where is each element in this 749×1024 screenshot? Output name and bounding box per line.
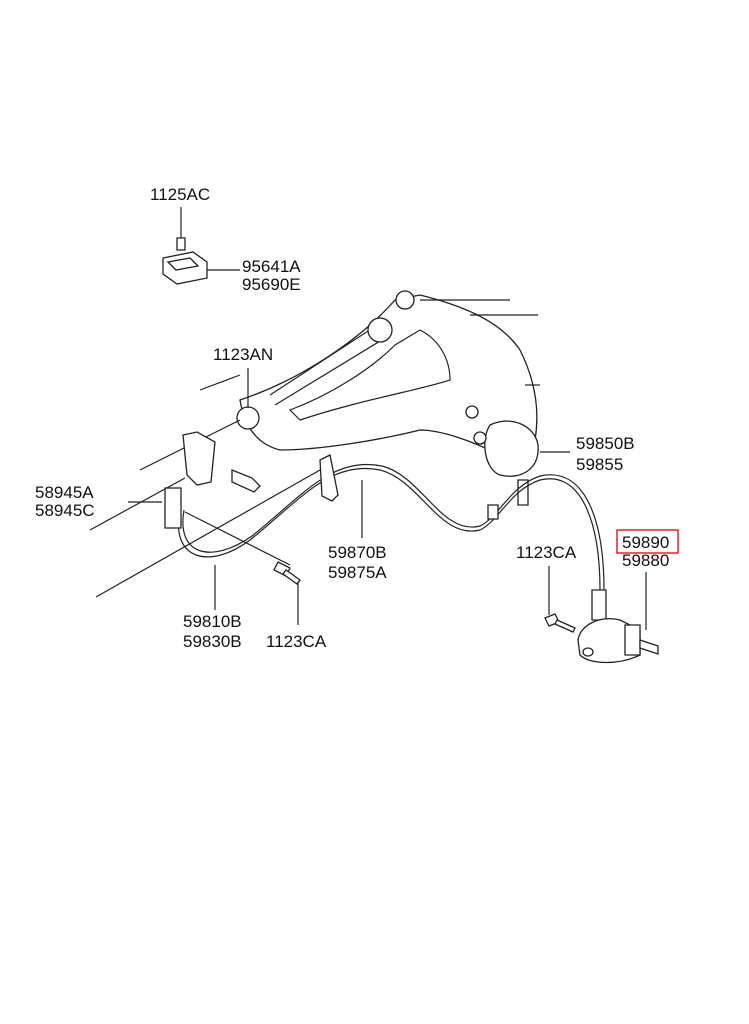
highlight-box	[616, 529, 679, 554]
label-59870B[interactable]: 59870B	[328, 543, 387, 562]
label-1123CA-bottom[interactable]: 1123CA	[266, 632, 327, 651]
label-58945C[interactable]: 58945C	[35, 501, 95, 520]
label-59880[interactable]: 59880	[622, 551, 669, 570]
sensor-bracket-drawing	[162, 207, 240, 285]
label-59875A[interactable]: 59875A	[328, 563, 387, 582]
label-59810B[interactable]: 59810B	[183, 612, 242, 631]
label-1123AN[interactable]: 1123AN	[213, 345, 273, 364]
label-1123CA-right[interactable]: 1123CA	[516, 543, 577, 562]
label-59890[interactable]: 59890	[622, 533, 669, 552]
label-95690E[interactable]: 95690E	[242, 275, 301, 294]
wheel-sensor-drawing	[544, 566, 659, 664]
label-95641A[interactable]: 95641A	[242, 257, 301, 276]
label-59850B[interactable]: 59850B	[576, 434, 635, 453]
label-59830B[interactable]: 59830B	[183, 632, 242, 651]
label-1125AC[interactable]: 1125AC	[150, 185, 210, 204]
label-58945A[interactable]: 58945A	[35, 483, 94, 502]
sensor-cable-drawing	[128, 431, 605, 610]
bolt-bottom-drawing	[273, 561, 301, 625]
label-59855[interactable]: 59855	[576, 455, 623, 474]
control-arm-drawing	[89, 290, 570, 598]
